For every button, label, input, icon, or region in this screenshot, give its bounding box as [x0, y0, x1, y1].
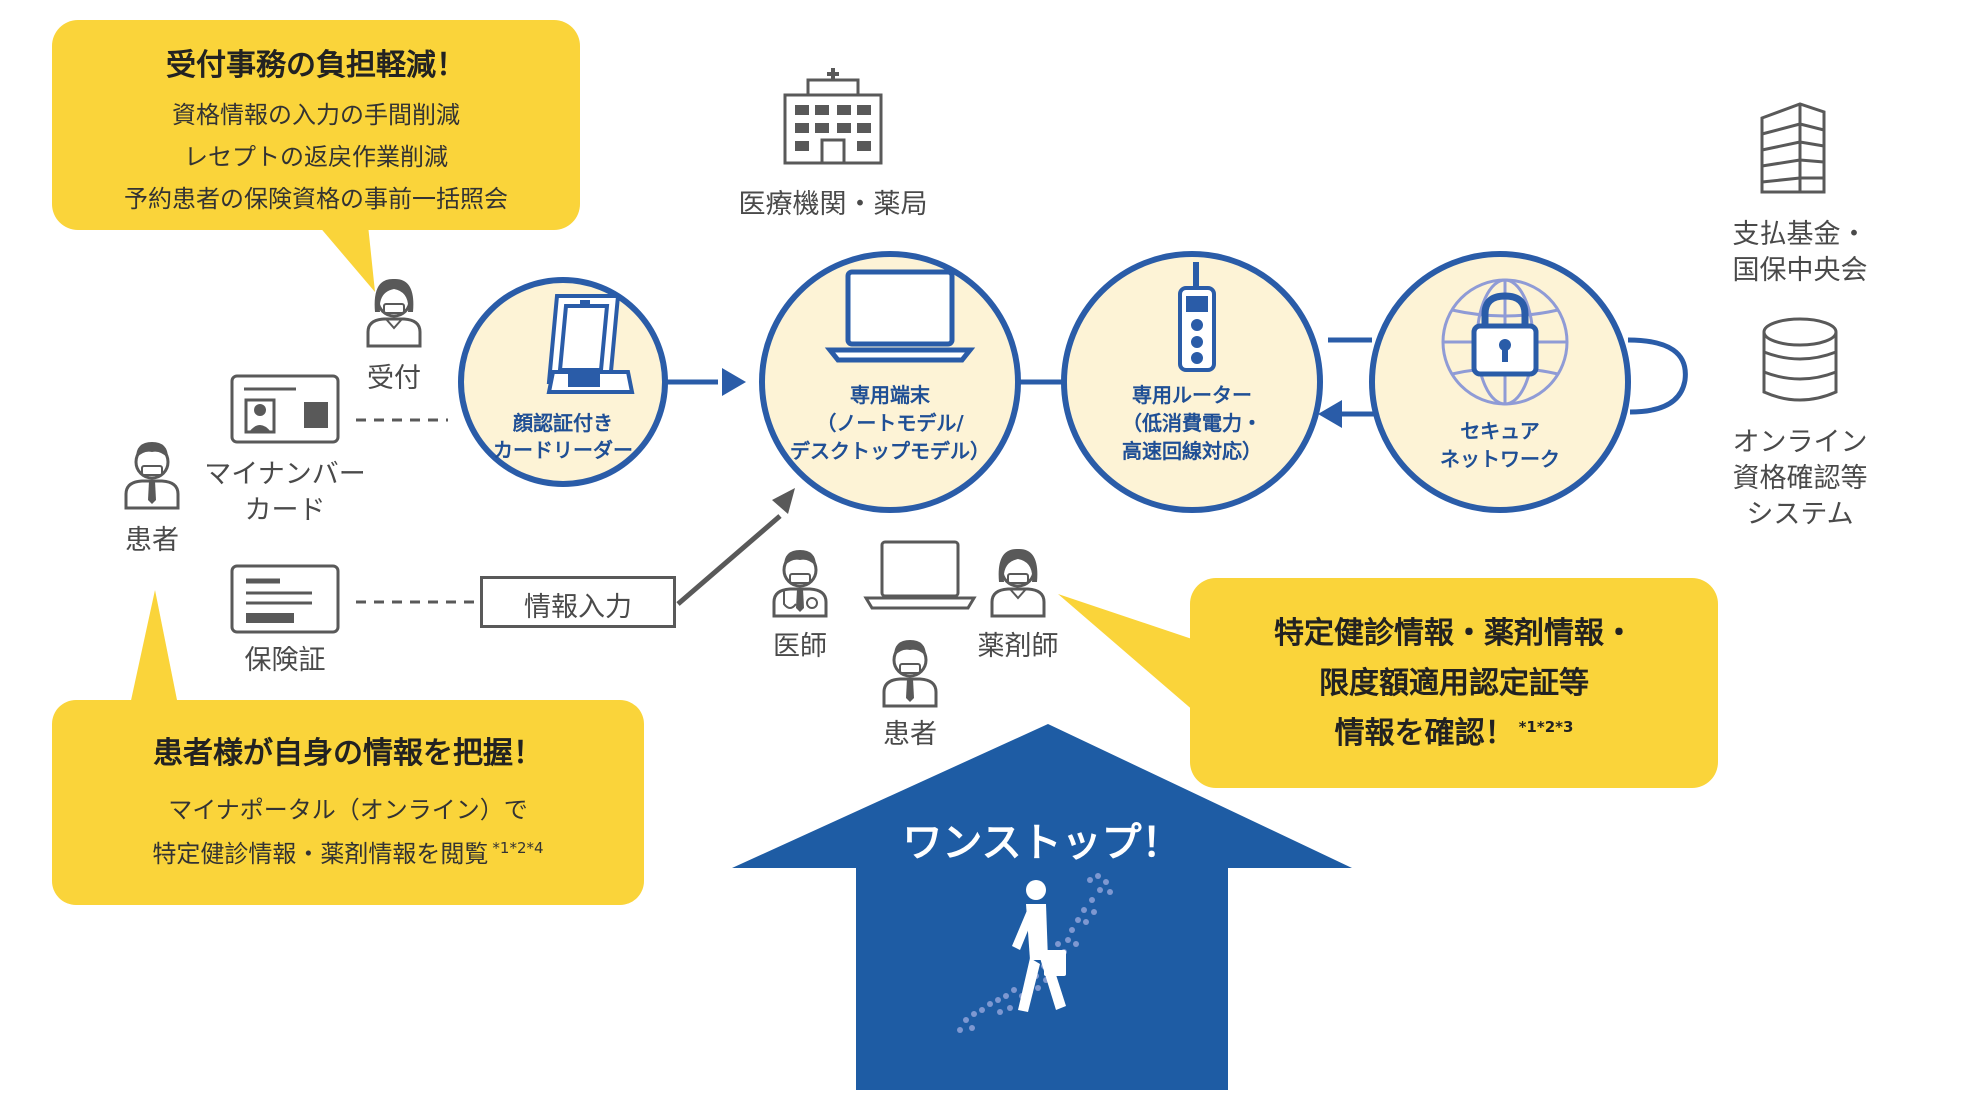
bubble-reception-line: 予約患者の保険資格の事前一括照会 — [124, 185, 508, 213]
hospital-icon — [783, 68, 883, 165]
bubble-pharmacist-line: 限度額適用認定証等 — [1319, 666, 1589, 701]
insurance-card-icon — [230, 564, 340, 634]
bubble-reception-title: 受付事務の負担軽減！ — [166, 48, 466, 83]
label-my-number-card: マイナンバー — [204, 459, 366, 490]
bubble-patient-line: マイナポータル（オンライン）で — [168, 796, 528, 824]
bubble-reception-line: レセプトの返戻作業削減 — [184, 143, 448, 171]
footnote-marker: *1*2*3 — [1518, 718, 1574, 736]
globe-lock-icon — [1441, 278, 1569, 406]
arrow-info-input — [676, 488, 795, 606]
laptop-icon — [824, 269, 976, 363]
laptop-small-icon — [863, 540, 977, 610]
info-input-box: 情報入力 — [480, 576, 676, 628]
bubble-pharmacist-line: 特定健診情報・薬剤情報・ — [1274, 616, 1634, 651]
patient-icon-left — [126, 442, 178, 508]
node-network-label: ネットワーク — [1440, 447, 1560, 471]
label-reception: 受付 — [367, 363, 421, 394]
label-patient-left: 患者 — [125, 525, 179, 556]
bubble-patient-shape — [52, 590, 644, 905]
label-insurance-card: 保険証 — [244, 645, 326, 676]
kiosk-icon — [546, 294, 635, 394]
node-card-reader-label: カードリーダー — [493, 438, 633, 462]
node-router-label: （低消費電力・ — [1122, 411, 1262, 435]
bubble-pharmacist-shape — [1058, 578, 1718, 788]
bubble-reception-shape — [52, 20, 580, 292]
doctor-icon — [774, 550, 826, 616]
label-my-number-card: カード — [244, 495, 326, 526]
label-pharmacist: 薬剤師 — [977, 631, 1059, 662]
patient-icon-center — [884, 640, 936, 706]
node-router-label: 専用ルーター — [1132, 383, 1252, 407]
label-payment-fund: 支払基金・ — [1732, 219, 1868, 250]
router-icon — [1178, 262, 1216, 372]
office-building-icon — [1760, 102, 1826, 194]
node-terminal-label: デスクトップモデル） — [790, 439, 990, 463]
loop-connector — [1627, 337, 1688, 415]
node-network-label: セキュア — [1460, 419, 1540, 443]
label-online-system: 資格確認等 — [1732, 463, 1868, 494]
database-icon — [1762, 317, 1838, 402]
label-payment-fund: 国保中央会 — [1732, 255, 1868, 286]
bubble-pharmacist-line: 情報を確認！*1*2*3 — [1334, 716, 1574, 751]
bubble-patient-title: 患者様が自身の情報を把握！ — [153, 736, 543, 771]
circle-router — [1061, 251, 1323, 513]
bubble-patient-line: 特定健診情報・薬剤情報を閲覧*1*2*4 — [152, 839, 544, 868]
label-doctor: 医師 — [773, 631, 827, 662]
japan-map-icon — [957, 873, 1113, 1033]
node-terminal-label: 専用端末 — [850, 383, 930, 407]
receptionist-icon — [366, 277, 422, 348]
id-card-icon — [230, 374, 340, 444]
pharmacist-icon — [990, 547, 1046, 618]
label-patient-center: 患者 — [883, 719, 937, 750]
bubble-reception-line: 資格情報の入力の手間削減 — [172, 101, 460, 129]
label-medical-institution: 医療機関・薬局 — [738, 189, 928, 220]
node-card-reader-label: 顔認証付き — [513, 411, 613, 435]
node-router-label: 高速回線対応） — [1122, 439, 1262, 463]
label-online-system: システム — [1746, 499, 1854, 530]
info-input-label: 情報入力 — [524, 592, 632, 623]
one-stop-label: ワンストップ！ — [902, 820, 1182, 866]
circle-network — [1369, 251, 1631, 513]
footnote-marker: *1*2*4 — [492, 839, 544, 857]
arrow-to-router — [1318, 400, 1375, 428]
walking-person-icon — [1012, 880, 1066, 1012]
label-online-system: オンライン — [1732, 427, 1868, 458]
node-terminal-label: （ノートモデル/ — [816, 411, 964, 435]
